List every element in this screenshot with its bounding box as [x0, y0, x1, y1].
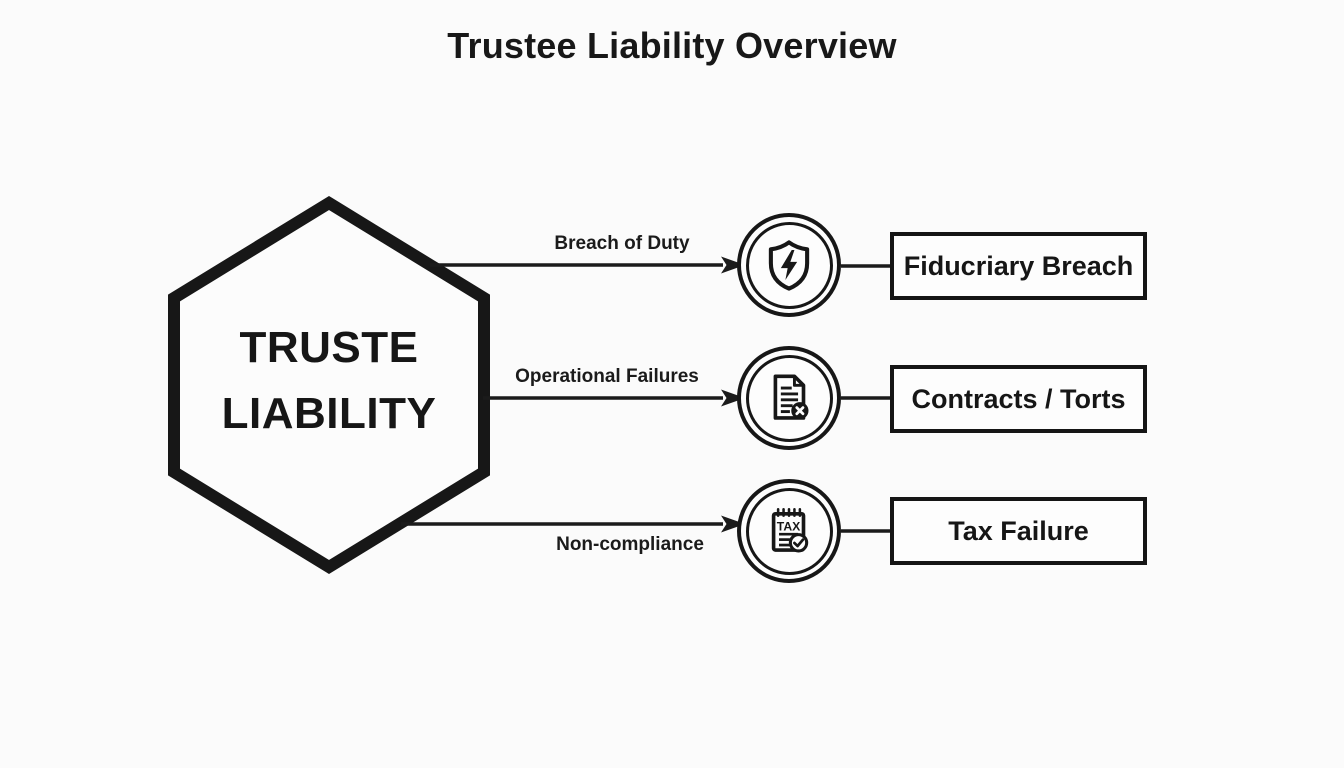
node-circle-fiduciary-inner-ring	[745, 221, 833, 309]
box-fiducriary-breach: Fiducriary Breach	[890, 232, 1147, 300]
hexagon-shape	[168, 195, 490, 575]
arrow-non-compliance	[401, 515, 745, 533]
node-circle-contracts	[737, 346, 841, 450]
tax-icon-text: TAX	[777, 520, 801, 534]
hexagon-label: TRUSTE LIABILITY	[174, 315, 484, 447]
arrow-operational-failures	[483, 389, 745, 407]
arrow-breach-of-duty	[430, 256, 745, 274]
edge-label-operational-failures: Operational Failures	[515, 366, 699, 387]
box-contracts-torts: Contracts / Torts	[890, 365, 1147, 433]
box-contracts-torts-label: Contracts / Torts	[911, 383, 1126, 414]
hexagon-label-line2: LIABILITY	[221, 389, 437, 438]
node-circle-tax: TAX	[737, 479, 841, 583]
node-circle-tax-inner-ring: TAX	[745, 487, 833, 575]
node-circle-contracts-inner-ring	[745, 354, 833, 442]
shield-bolt-icon	[768, 240, 810, 291]
box-tax-failure-label: Tax Failure	[948, 515, 1089, 546]
box-tax-failure: Tax Failure	[890, 497, 1147, 565]
box-fiducriary-breach-label: Fiducriary Breach	[903, 250, 1134, 281]
document-error-icon	[773, 374, 809, 420]
tax-checklist-icon: TAX	[771, 507, 809, 553]
edge-label-breach-of-duty: Breach of Duty	[554, 233, 690, 254]
hexagon-label-line1: TRUSTE	[239, 323, 419, 372]
edge-label-non-compliance: Non-compliance	[556, 534, 704, 555]
node-circle-fiduciary	[737, 213, 841, 317]
diagram-title: Trustee Liability Overview	[447, 25, 897, 66]
